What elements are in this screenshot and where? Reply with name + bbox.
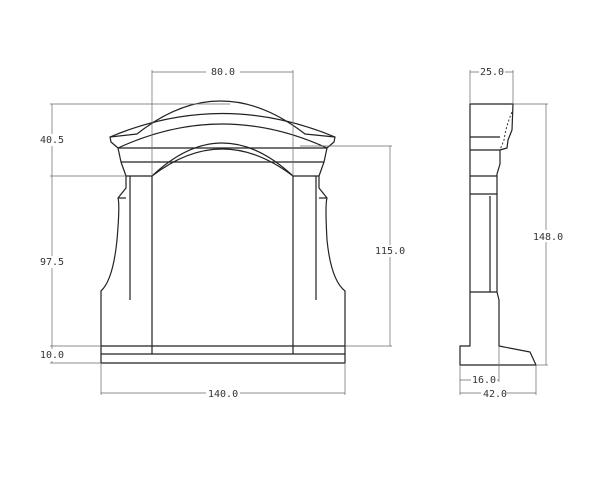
dim-overall-height-label: 148.0 xyxy=(533,232,563,243)
dim-label-bg xyxy=(206,387,240,399)
dim-label-bg xyxy=(373,245,407,257)
dim-top-depth-label: 25.0 xyxy=(480,67,504,78)
dim-opening-height-label: 115.0 xyxy=(375,246,405,257)
side-view xyxy=(459,103,537,366)
crown-inner-arch xyxy=(109,112,336,138)
side-profile-outline xyxy=(459,103,537,366)
dim-label-bg xyxy=(38,256,68,268)
side-hidden-moulding xyxy=(499,111,513,151)
dim-label-bg xyxy=(471,374,497,386)
dim-top-width-label: 80.0 xyxy=(211,67,235,78)
dim-base-height-label: 10.0 xyxy=(40,350,64,361)
opening-arch-inner xyxy=(151,148,294,177)
dim-label-bg xyxy=(532,230,562,242)
dim-crown-height-label: 40.5 xyxy=(40,135,64,146)
dim-hearth-depth-label: 16.0 xyxy=(472,375,496,386)
front-outer-silhouette xyxy=(100,100,346,364)
dim-label-bg xyxy=(38,349,68,361)
opening-arch xyxy=(151,142,294,354)
dim-overall-depth-label: 42.0 xyxy=(483,389,507,400)
dim-body-height-label: 97.5 xyxy=(40,257,64,268)
side-dimensions: 25.0 148.0 16.0 42.0 xyxy=(459,65,563,400)
dim-label-bg xyxy=(206,65,240,78)
dim-label-bg xyxy=(481,387,507,399)
dim-label-bg xyxy=(38,134,68,146)
front-view xyxy=(100,100,346,364)
dim-label-bg xyxy=(479,65,505,78)
crown-arch-line-2 xyxy=(117,123,328,149)
dim-overall-width-label: 140.0 xyxy=(208,389,238,400)
front-dimensions: 80.0 40.5 97.5 10.0 115.0 140.0 xyxy=(38,65,407,400)
